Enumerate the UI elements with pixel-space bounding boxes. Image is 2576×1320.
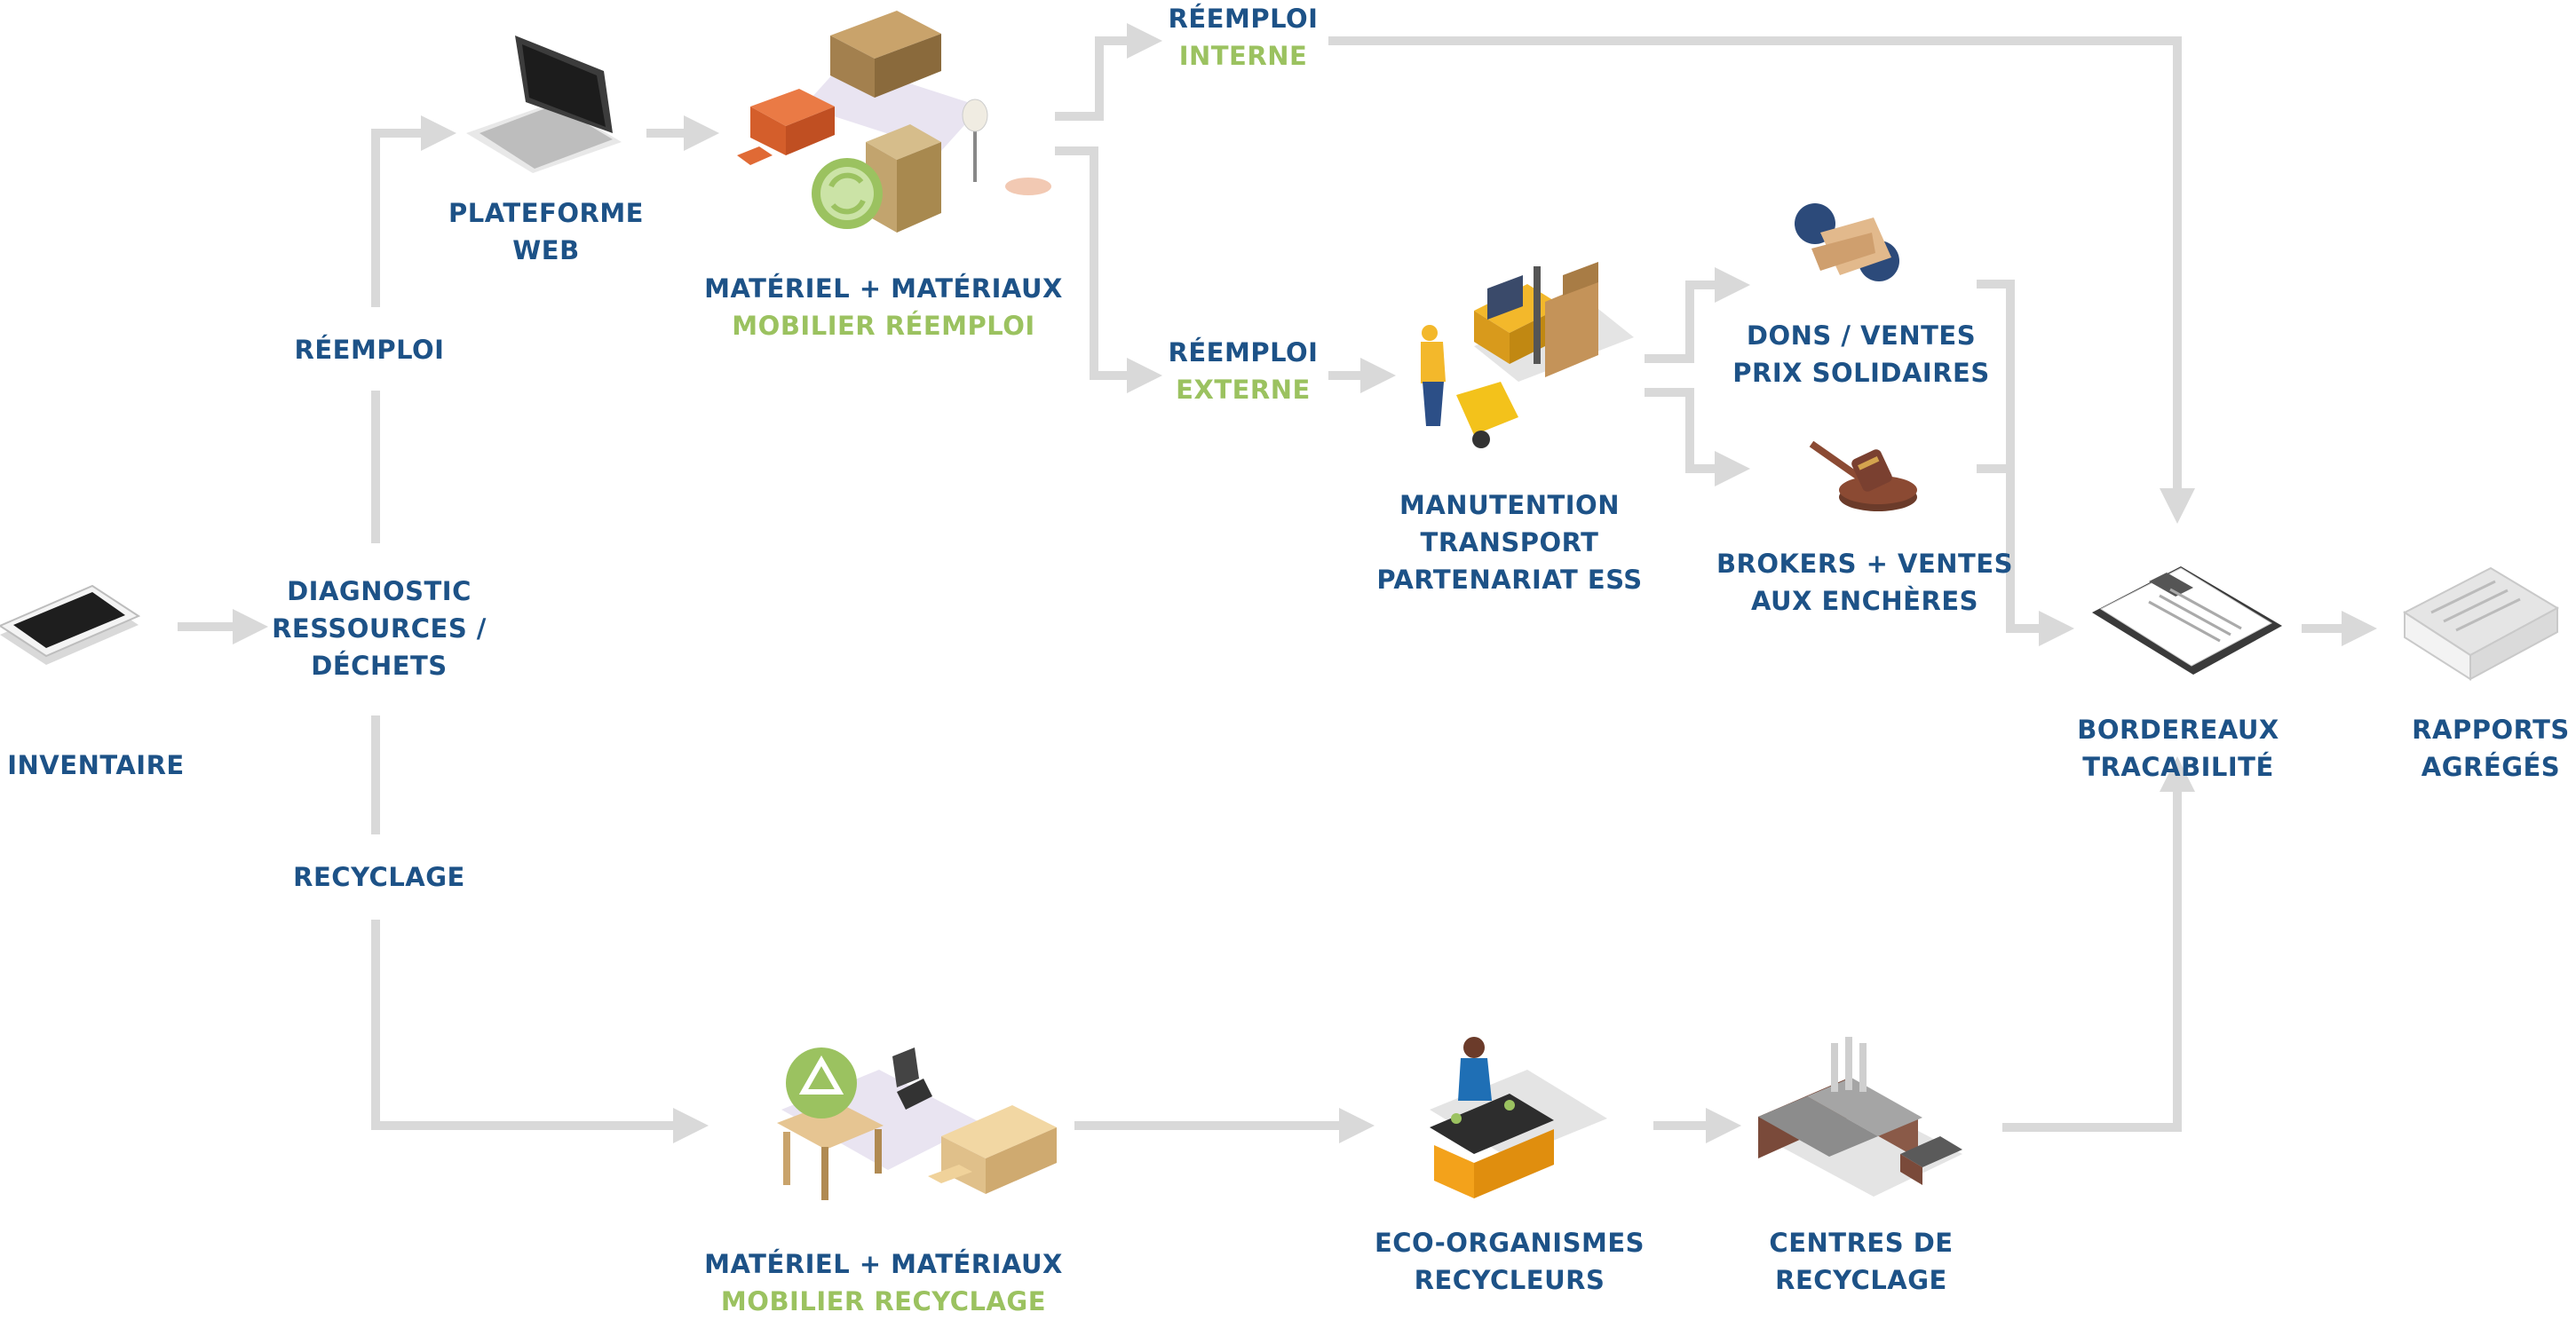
label-inventaire: INVENTAIRE [7,750,185,780]
arrow-brokers-bordereaux [1977,464,2074,646]
label-materiel-recyclage: MATÉRIEL + MATÉRIAUX MOBILIER RECYCLAGE [704,1245,1063,1320]
clipboard-icon [2092,566,2282,675]
label-reemploi-externe-line2: EXTERNE [1176,375,1311,405]
label-materiel-reemploi-line2: MOBILIER RÉEMPLOI [732,311,1035,341]
recycle-arrows-icon [812,158,883,229]
label-reemploi-branch: RÉEMPLOI [294,335,445,365]
arrow-interne-bordereaux [1328,36,2195,524]
reports-icon [2403,566,2560,681]
arrow-centres-bordereaux [2002,756,2195,1132]
label-diagnostic: DIAGNOSTIC RESSOURCES / DÉCHETS [272,576,487,681]
label-manutention: MANUTENTION TRANSPORT PARTENARIAT ESS [1376,490,1643,595]
label-materiel-recyclage-line1: MATÉRIEL + MATÉRIAUX [704,1249,1063,1279]
label-rapports: RAPPORTS AGRÉGÉS [2412,715,2570,782]
label-plateforme-web: PLATEFORME WEB [448,198,644,265]
label-reemploi-externe-line1: RÉEMPLOI [1168,337,1319,368]
arrow-manutention-brokers [1645,388,1750,486]
arrow-materiel-interne [1055,23,1162,121]
label-reemploi-interne-line1: RÉEMPLOI [1168,4,1319,34]
laptop-icon [466,36,622,173]
tablet-icon [0,584,141,665]
factory-icon [1758,1037,1962,1197]
label-brokers: BROKERS + VENTES AUX ENCHÈRES [1716,549,2014,616]
handshake-icon [1795,203,1899,281]
forklift-worker-icon [1421,262,1634,448]
label-eco-organismes: ECO-ORGANISMES RECYCLEURS [1374,1228,1645,1295]
label-materiel-reemploi: MATÉRIEL + MATÉRIAUX MOBILIER RÉEMPLOI [704,270,1063,344]
label-recyclage-branch: RECYCLAGE [293,862,465,892]
label-dons-ventes: DONS / VENTES PRIX SOLIDAIRES [1732,320,1990,388]
label-materiel-recyclage-line2: MOBILIER RECYCLAGE [720,1286,1047,1316]
arrow-materiel-externe [1055,146,1162,393]
label-bordereaux: BORDEREAUX TRACABILITÉ [2077,715,2279,782]
label-materiel-reemploi-line1: MATÉRIEL + MATÉRIAUX [704,273,1063,304]
label-centres-recyclage: CENTRES DE RECYCLAGE [1769,1228,1954,1295]
arrow-reemploi-plateforme [371,115,456,307]
furniture-reuse-icon [737,11,1051,233]
label-reemploi-interne-line2: INTERNE [1178,41,1308,71]
label-reemploi-externe: RÉEMPLOI EXTERNE [1169,334,1319,408]
recycle-symbol-icon [786,1047,857,1118]
arrow-recyclage-materiel [371,920,709,1143]
arrow-manutention-dons [1645,267,1750,363]
label-reemploi-interne: RÉEMPLOI INTERNE [1169,0,1319,75]
gavel-icon [1809,440,1917,511]
sorting-worker-icon [1430,1037,1607,1198]
